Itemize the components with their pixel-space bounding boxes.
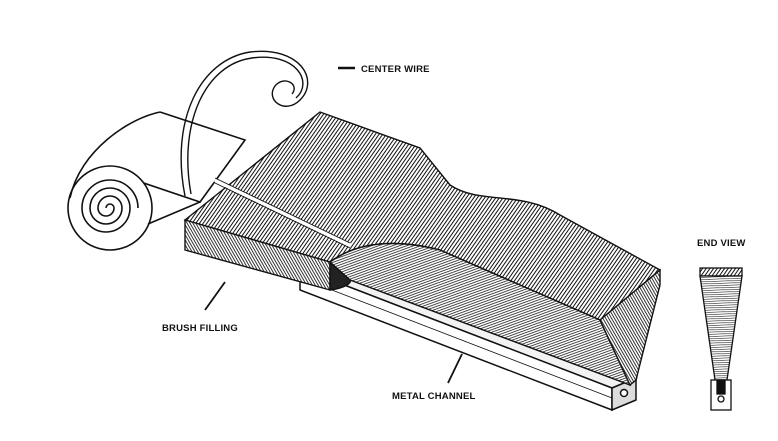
brush-filling-leader [204, 281, 226, 311]
end-view-label: END VIEW [697, 238, 746, 249]
brush-filling-label: BRUSH FILLING [162, 323, 238, 334]
metal-channel-label: METAL CHANNEL [392, 391, 476, 402]
brush-filling [183, 111, 662, 387]
metal-channel-leader [447, 353, 463, 384]
end-view [699, 267, 743, 411]
center-wire [180, 50, 351, 249]
center-wire-label: CENTER WIRE [361, 64, 430, 75]
metal-strip-coil [67, 111, 247, 251]
